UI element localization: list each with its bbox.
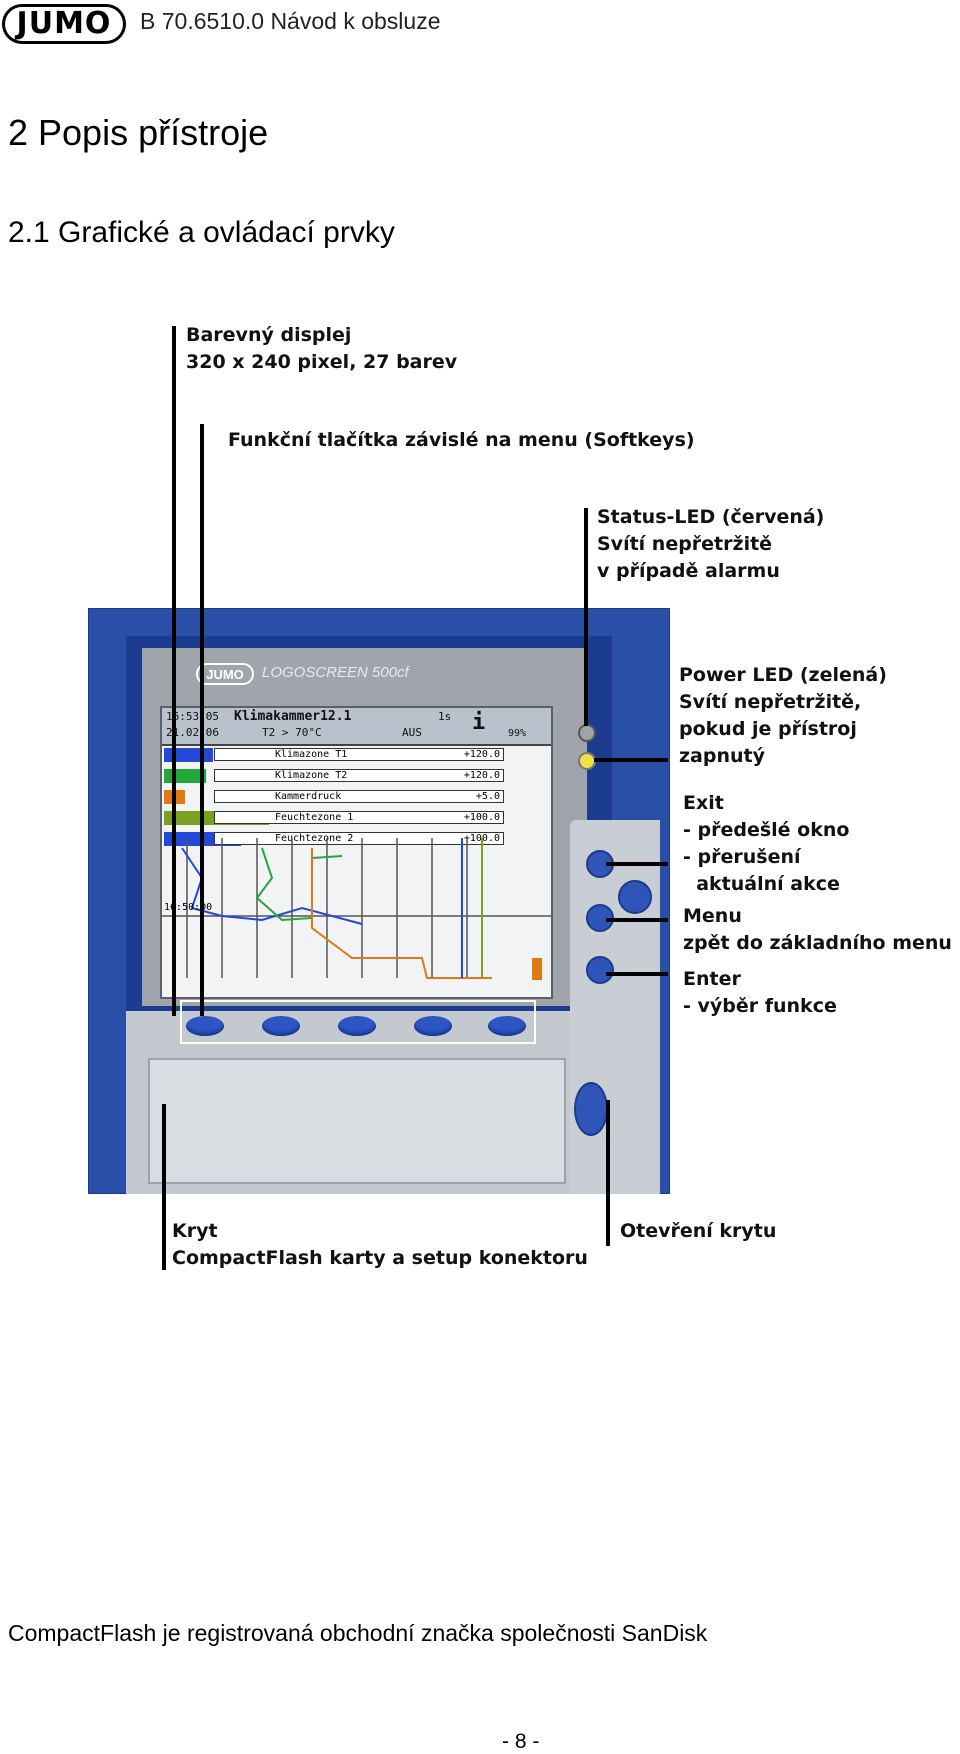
screen-time-marker: 16:50:00 <box>164 902 212 913</box>
channel-label-box: Klimazone T2 +120.0 <box>214 769 504 782</box>
leader-display <box>172 326 176 1016</box>
jumo-logo: JUMO <box>2 4 126 44</box>
channel-name: Kammerdruck <box>275 791 342 802</box>
channel-name: Klimazone T1 <box>275 749 348 760</box>
softkey-4[interactable] <box>414 1016 452 1036</box>
channel-name: Feuchtezone 1 <box>275 812 354 823</box>
callout-softkeys: Funkční tlačítka závislé na menu (Softke… <box>228 429 695 451</box>
softkey-frame <box>180 1000 536 1044</box>
info-icon: i <box>472 710 486 735</box>
leader-softkeys <box>200 424 204 1016</box>
screen-title: Klimakammer12.1 <box>234 709 352 724</box>
channel-label-box: Klimazone T1 +120.0 <box>214 748 504 761</box>
screen-time: 16:53:05 <box>166 710 219 723</box>
channel-row: Klimazone T2 +120.0 <box>164 769 532 783</box>
softkey-1[interactable] <box>186 1016 224 1036</box>
channel-row: Kammerdruck +5.0 <box>164 790 532 804</box>
screen-status-value: AUS <box>402 726 422 739</box>
chapter-title: 2 Popis přístroje <box>8 112 269 153</box>
softkey-2[interactable] <box>262 1016 300 1036</box>
trend-chart: 16:50:00 <box>162 838 551 980</box>
trademark-note: CompactFlash je registrovaná obchodní zn… <box>8 1620 708 1646</box>
screen-status-line: T2 > 70°C <box>262 726 322 739</box>
leader-status-led <box>584 508 588 726</box>
screen-header <box>162 708 551 746</box>
color-display: 16:53:05 21.02.06 Klimakammer12.1 1s T2 … <box>160 706 553 999</box>
channel-row: Klimazone T1 +120.0 <box>164 748 532 762</box>
device-brand-name: LOGOSCREEN 500cf <box>262 664 409 681</box>
callout-enter: Enter- výběr funkce <box>683 968 837 1017</box>
device-brand-logo: JUMO <box>196 663 254 685</box>
callout-power-led: Power LED (zelená)Svítí nepřetržitě,poku… <box>679 664 887 767</box>
leader-power-led <box>594 758 668 762</box>
leader-enter <box>606 972 668 976</box>
screen-date: 21.02.06 <box>166 726 219 739</box>
channel-label-box: Feuchtezone 1 +100.0 <box>214 811 504 824</box>
section-title: 2.1 Grafické a ovládací prvky <box>8 216 395 249</box>
cover-open-button[interactable] <box>574 1082 608 1136</box>
screen-memory: 99% <box>508 728 527 739</box>
device-side-panel <box>570 820 660 1194</box>
channel-row: Feuchtezone 1 +100.0 <box>164 811 532 825</box>
compactflash-cover[interactable] <box>148 1058 566 1184</box>
screen-interval: 1s <box>438 710 452 723</box>
page-number: - 8 - <box>502 1730 540 1753</box>
status-led <box>578 724 596 742</box>
channel-value: +120.0 <box>463 770 500 781</box>
leader-exit <box>606 862 668 866</box>
channel-name: Klimazone T2 <box>275 770 348 781</box>
softkey-3[interactable] <box>338 1016 376 1036</box>
document-reference: B 70.6510.0 Návod k obsluze <box>140 8 441 34</box>
softkey-5[interactable] <box>488 1016 526 1036</box>
callout-cover-open: Otevření krytu <box>620 1220 777 1242</box>
leader-menu <box>606 918 668 922</box>
channel-label-box: Kammerdruck +5.0 <box>214 790 504 803</box>
enter-button[interactable] <box>586 956 614 984</box>
callout-exit: Exit- předešlé okno- přerušení aktuální … <box>683 792 850 895</box>
channel-name: Feuchtezone 2 <box>275 833 354 844</box>
channel-value: +5.0 <box>475 791 500 802</box>
channel-value: +100.0 <box>463 812 500 823</box>
leader-cover <box>162 1104 166 1270</box>
channel-value: +120.0 <box>463 749 500 760</box>
leader-cover-open <box>606 1100 610 1246</box>
navigation-knob[interactable] <box>618 880 652 914</box>
